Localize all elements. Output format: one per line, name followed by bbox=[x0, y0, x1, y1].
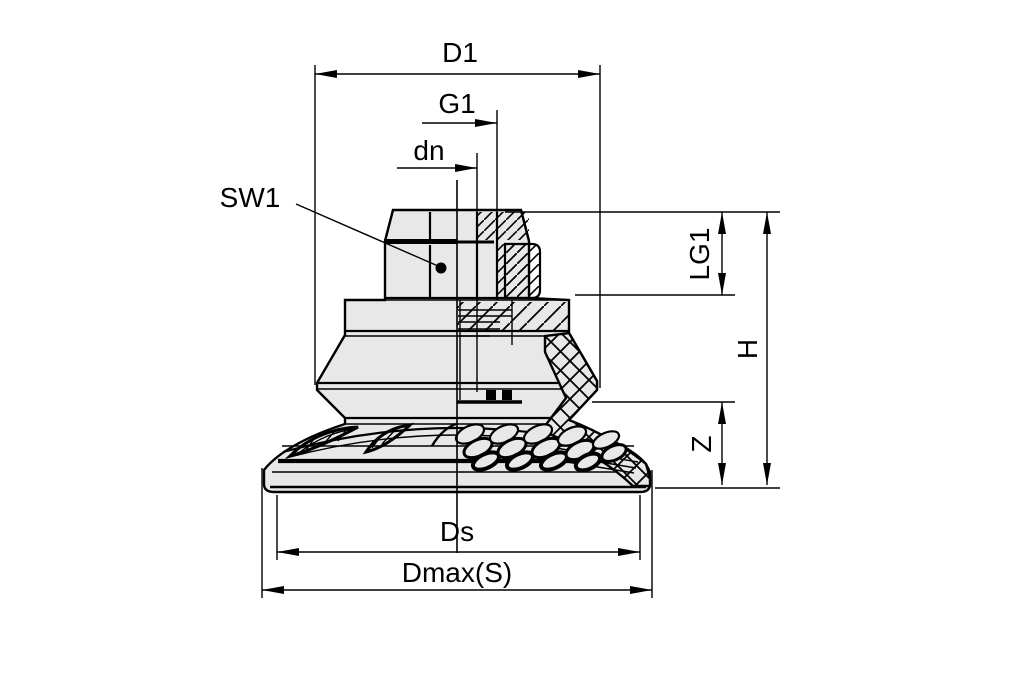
callout-sw1: SW1 bbox=[220, 182, 447, 274]
fitting-section-hatch bbox=[475, 212, 542, 345]
cup-cleats-left bbox=[284, 422, 457, 459]
dimension-ds: Ds bbox=[276, 495, 641, 560]
dim-label-dn: dn bbox=[413, 135, 444, 166]
dim-label-z: Z bbox=[686, 435, 717, 452]
dim-label-d1: D1 bbox=[442, 37, 478, 68]
dimension-d1: D1 bbox=[314, 37, 601, 388]
dim-label-lg1: LG1 bbox=[684, 228, 715, 281]
dim-label-sw1: SW1 bbox=[220, 182, 281, 213]
dimension-z: Z bbox=[686, 402, 726, 485]
dim-label-dmax: Dmax(S) bbox=[402, 557, 512, 588]
seal-ring-right bbox=[502, 390, 512, 400]
cup-nubs-right bbox=[454, 423, 628, 473]
sw1-leader-dot bbox=[435, 262, 447, 274]
dim-label-g1: G1 bbox=[438, 88, 475, 119]
dim-label-ds: Ds bbox=[440, 516, 474, 547]
dimension-h: H bbox=[732, 212, 771, 485]
dimension-dmax: Dmax(S) bbox=[261, 468, 653, 598]
dimension-lg1: LG1 bbox=[684, 212, 726, 295]
dimension-dn: dn bbox=[397, 135, 478, 212]
seal-ring-left bbox=[486, 390, 496, 400]
dimension-g1: G1 bbox=[422, 88, 498, 212]
dim-label-h: H bbox=[732, 339, 763, 359]
reference-extension-lines bbox=[505, 211, 780, 489]
